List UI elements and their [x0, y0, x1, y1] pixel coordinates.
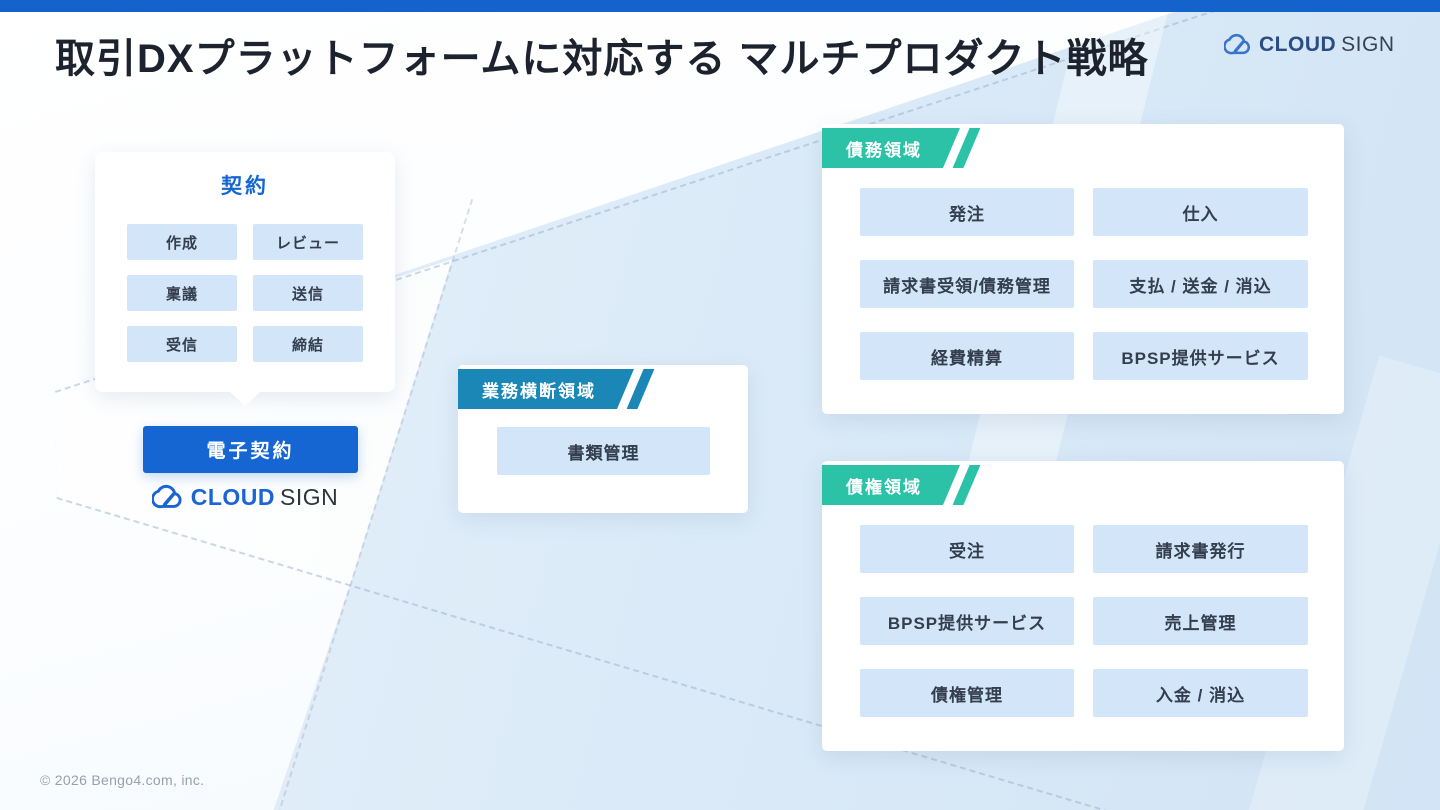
- contract-item-pill: 締結: [253, 326, 363, 362]
- contract-item-pill: 受信: [127, 326, 237, 362]
- cross-domain-card: 業務横断領域 書類管理: [458, 365, 748, 513]
- badge-label: 業務横断領域: [458, 369, 634, 409]
- contract-card-title: 契約: [221, 175, 269, 198]
- credit-item-pill: 請求書発行: [1093, 525, 1308, 573]
- debt-item-pill: 経費精算: [860, 332, 1074, 380]
- credit-domain-card: 債権領域 受注請求書発行 BPSP提供サービス売上管理債権管理入金 / 消込: [822, 461, 1344, 751]
- debt-item-pill: BPSP提供サービス: [1093, 332, 1308, 380]
- badge-label: 債権領域: [822, 465, 960, 505]
- speech-pointer: [229, 391, 261, 406]
- credit-item-pill: BPSP提供サービス: [860, 597, 1074, 645]
- copyright-notice: © 2026 Bengo4.com, inc.: [40, 772, 205, 788]
- cross-items-grid: 書類管理: [497, 427, 710, 475]
- logo-text-cloud: CLOUD: [1259, 33, 1337, 56]
- contract-item-pill: 稟議: [127, 275, 237, 311]
- credit-item-pill: 受注: [860, 525, 1074, 573]
- debt-item-pill: 請求書受領/債務管理: [860, 260, 1074, 308]
- contract-items-grid: 作成レビュー稟議送信受信締結: [127, 224, 363, 362]
- debt-items-grid: 発注仕入請求書受領/債務管理支払 / 送金 / 消込経費精算 BPSP提供サービス: [860, 188, 1308, 380]
- debt-domain-badge: 債務領域: [822, 128, 972, 168]
- contract-item-pill: レビュー: [253, 224, 363, 260]
- debt-domain-card: 債務領域 発注仕入請求書受領/債務管理支払 / 送金 / 消込経費精算 BPSP提…: [822, 124, 1344, 414]
- logo-text-sign: SIGN: [280, 484, 339, 510]
- contract-card: 契約 作成レビュー稟議送信受信締結: [95, 152, 395, 406]
- credit-item-pill: 売上管理: [1093, 597, 1308, 645]
- credit-items-grid: 受注請求書発行 BPSP提供サービス売上管理債権管理入金 / 消込: [860, 525, 1308, 717]
- cloud-pen-icon: [1224, 33, 1251, 55]
- credit-item-pill: 債権管理: [860, 669, 1074, 717]
- debt-item-pill: 支払 / 送金 / 消込: [1093, 260, 1308, 308]
- cloud-pen-icon: [151, 484, 182, 509]
- credit-domain-badge: 債権領域: [822, 465, 972, 505]
- contract-item-pill: 作成: [127, 224, 237, 260]
- page-title: 取引DXプラットフォームに対応する マルチプロダクト戦略: [55, 37, 1149, 81]
- top-accent-bar: [0, 0, 1440, 12]
- logo-text-sign: SIGN: [1341, 33, 1395, 56]
- debt-item-pill: 仕入: [1093, 188, 1308, 236]
- logo-text-cloud: CLOUD: [190, 484, 276, 510]
- debt-item-pill: 発注: [860, 188, 1074, 236]
- denshi-keiyaku-label: 電子契約: [143, 426, 358, 473]
- contract-item-pill: 送信: [253, 275, 363, 311]
- credit-item-pill: 入金 / 消込: [1093, 669, 1308, 717]
- badge-label: 債務領域: [822, 128, 960, 168]
- cross-domain-badge: 業務横断領域: [458, 369, 646, 409]
- cross-item-pill: 書類管理: [497, 427, 710, 475]
